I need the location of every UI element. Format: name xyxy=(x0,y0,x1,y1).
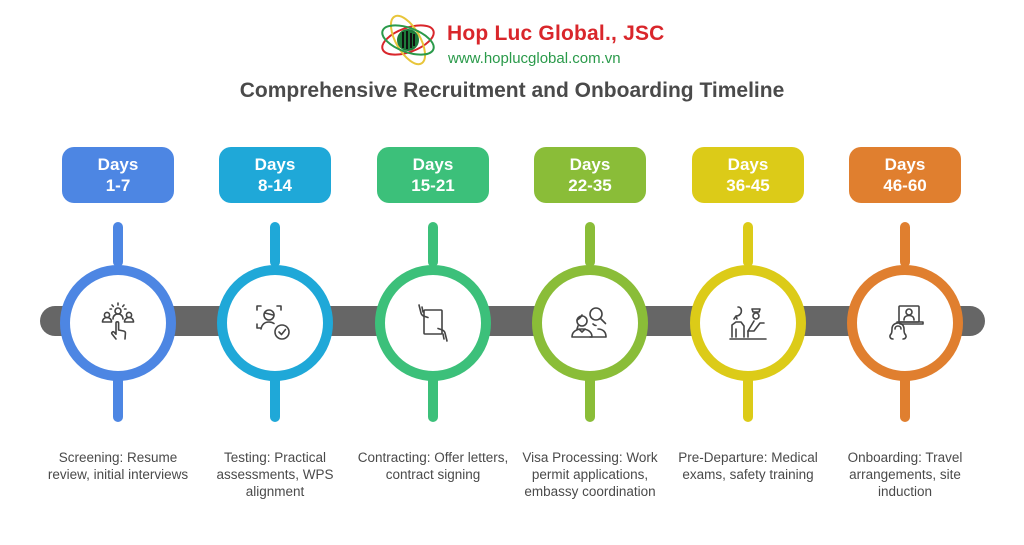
days-label: Days xyxy=(727,155,769,174)
timeline-stage-contracting: Days 15-21 Contracting: Offer letters, c… xyxy=(353,0,513,545)
stem-bottom xyxy=(900,372,910,422)
stem-top xyxy=(270,222,280,267)
atom-logo-icon xyxy=(381,14,435,66)
stage-description: Onboarding: Travel arrangements, site in… xyxy=(847,450,963,499)
days-label: Days xyxy=(884,155,926,174)
days-badge: Days 15-21 xyxy=(377,147,489,203)
stage-description: Testing: Practical assessments, WPS alig… xyxy=(216,450,334,499)
stem-top xyxy=(900,222,910,267)
stage-ring xyxy=(847,265,963,381)
days-label: Days xyxy=(254,155,296,174)
days-badge: Days 1-7 xyxy=(62,147,174,203)
timeline-track xyxy=(40,306,985,336)
stage-ring xyxy=(375,265,491,381)
days-badge: Days 22-35 xyxy=(534,147,646,203)
stem-top xyxy=(428,222,438,267)
company-name: Hop Luc Global., JSC xyxy=(447,22,665,45)
stage-ring xyxy=(217,265,333,381)
company-logo xyxy=(378,12,438,68)
days-range: 36-45 xyxy=(726,176,770,195)
stem-bottom xyxy=(113,372,123,422)
timeline-stage-testing: Days 8-14 Testing: Practical assessments… xyxy=(195,0,355,545)
stage-description: Contracting: Offer letters, contract sig… xyxy=(357,450,509,482)
stage-ring xyxy=(60,265,176,381)
people-search-icon xyxy=(571,307,607,338)
days-label: Days xyxy=(569,155,611,174)
stem-top xyxy=(585,222,595,267)
stem-bottom xyxy=(743,372,753,422)
track-bar xyxy=(55,306,970,336)
days-badge: Days 8-14 xyxy=(219,147,331,203)
days-badge: Days 46-60 xyxy=(849,147,961,203)
stage-description: Pre-Departure: Medical exams, safety tra… xyxy=(678,450,818,482)
days-label: Days xyxy=(412,155,454,174)
stem-bottom xyxy=(428,372,438,422)
timeline-stage-onboarding: Days 46-60 Onboarding: Travel arrangemen… xyxy=(825,0,985,545)
page-title: Comprehensive Recruitment and Onboarding… xyxy=(239,79,785,102)
days-badge: Days 36-45 xyxy=(692,147,804,203)
stage-description: Screening: Resume review, initial interv… xyxy=(47,450,189,482)
stem-top xyxy=(113,222,123,267)
days-label: Days xyxy=(97,155,139,174)
days-range: 1-7 xyxy=(105,176,131,195)
timeline-stage-pre-departure: Days 36-45 Pre-Departure: Medical exams,… xyxy=(668,0,828,545)
face-scan-check-icon xyxy=(256,305,290,340)
days-range: 15-21 xyxy=(411,176,455,195)
stage-description: Visa Processing: Work permit application… xyxy=(522,450,658,499)
company-website: www.hoplucglobal.com.vn xyxy=(448,50,621,67)
stem-top xyxy=(743,222,753,267)
stage-ring xyxy=(690,265,806,381)
medical-exam-icon xyxy=(729,306,767,340)
days-range: 46-60 xyxy=(883,176,927,195)
days-range: 22-35 xyxy=(568,176,612,195)
days-range: 8-14 xyxy=(257,176,293,195)
remote-onboarding-icon xyxy=(889,305,924,340)
document-handover-icon xyxy=(418,304,448,342)
stage-ring xyxy=(532,265,648,381)
stem-bottom xyxy=(585,372,595,422)
group-selection-icon xyxy=(101,302,135,340)
stem-bottom xyxy=(270,372,280,422)
timeline-stage-screening: Days 1-7 Screening: Resume review, initi… xyxy=(38,0,198,545)
timeline-stage-visa-processing: Days 22-35 Visa Processing: Work permit … xyxy=(510,0,670,545)
